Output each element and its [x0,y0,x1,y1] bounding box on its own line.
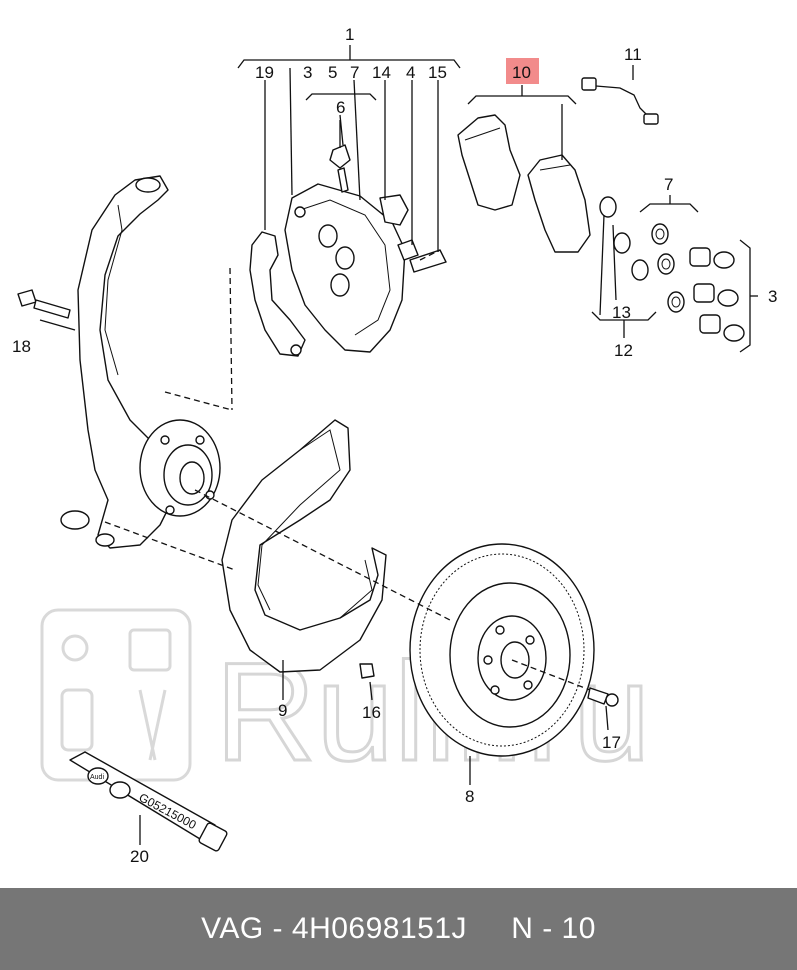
bolt-18 [17,289,37,307]
callout-20: 20 [130,847,149,866]
bolts [17,289,619,707]
wear-sensor [581,77,659,125]
callout-10-highlight [506,58,539,84]
callout-labels: 1 19 3 5 7 14 4 15 6 10 11 7 3 13 12 18 … [12,25,777,866]
splash-shield [221,419,387,673]
alignment-lines [104,249,591,691]
callout-6: 6 [336,98,345,117]
brake-disc [409,543,595,757]
callout-lines [39,45,758,845]
tube-brand: Audi [90,774,104,781]
callout-7-seals: 7 [664,175,673,194]
grease-tube: G05215000 Audi [69,751,228,852]
bolt-16 [359,663,375,679]
pistons [689,247,745,342]
callout-7: 7 [350,63,359,82]
wheel-hub [139,419,221,517]
callout-14: 14 [372,63,391,82]
callout-1: 1 [345,25,354,44]
callout-3: 3 [303,63,312,82]
callout-10: 10 [512,63,531,82]
watermark-icon-bottle [60,688,94,752]
brake-pads [457,114,591,253]
callout-12: 12 [614,341,633,360]
watermark-icon-door [128,628,172,672]
callout-3-pistons: 3 [768,287,777,306]
caliper-small-parts [329,120,447,273]
bolt-17 [587,687,609,705]
callout-18: 18 [12,337,31,356]
footer-bar: VAG - 4H0698151J N - 10 [0,888,797,970]
watermark-icon-bulb [61,634,89,662]
callout-8: 8 [465,787,474,806]
callout-16: 16 [362,703,381,722]
callout-15: 15 [428,63,447,82]
callout-13: 13 [612,303,631,322]
parts-diagram: Rulli.ru [12,25,777,866]
callout-17: 17 [602,733,621,752]
callout-9: 9 [278,701,287,720]
callout-5: 5 [328,63,337,82]
part-number-label: VAG - 4H0698151J N - 10 [201,912,596,945]
caliper-housing [284,183,406,353]
watermark-icon-spring [138,689,167,761]
seals-and-washers [599,196,685,313]
callout-4: 4 [406,63,415,82]
callout-11: 11 [624,45,642,64]
caliper-bracket [249,231,306,357]
callout-19: 19 [255,63,274,82]
watermark-frame [40,608,192,782]
